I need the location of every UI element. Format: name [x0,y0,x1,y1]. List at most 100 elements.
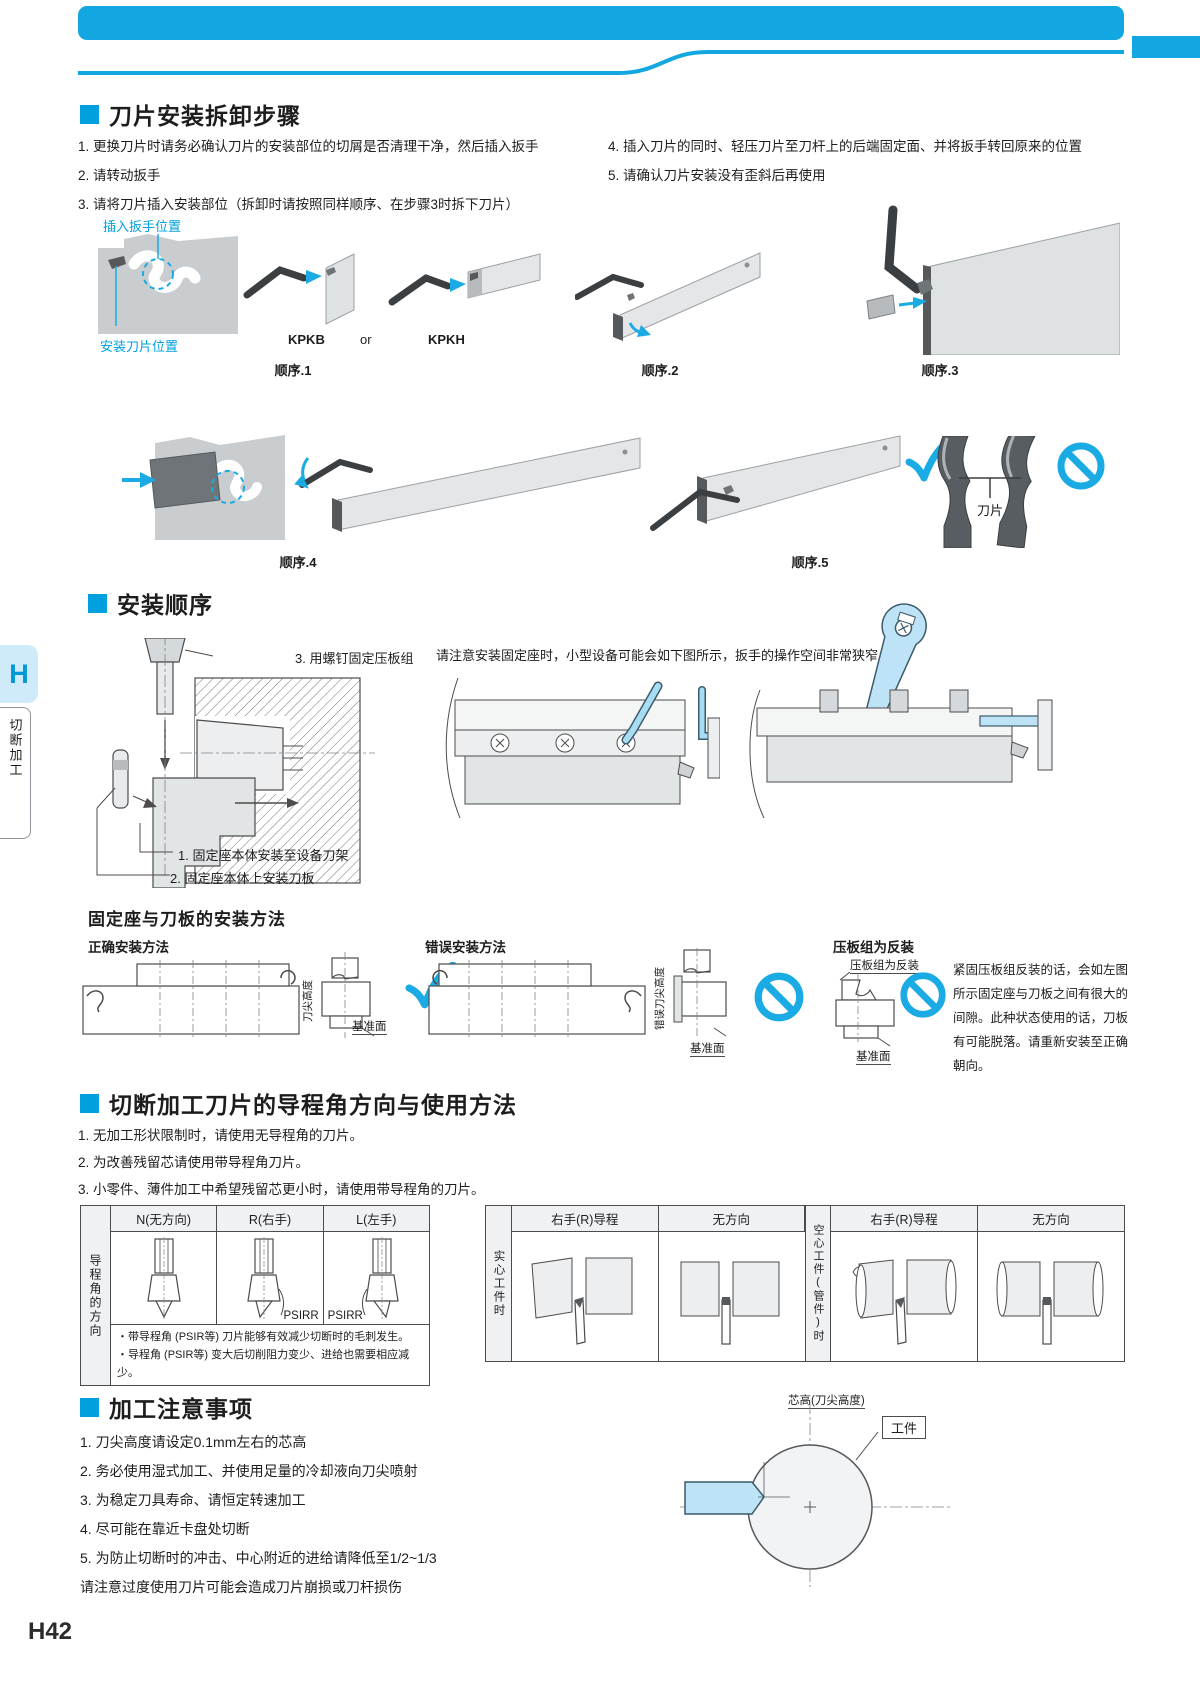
step-line: 2. 请转动扳手 [78,168,161,183]
sequence2-figure [575,252,761,341]
column-header: 右手(R)导程 [512,1206,659,1232]
step-line: 4. 尽可能在靠近卡盘处切断 [80,1521,250,1537]
section1-steps-right: 4. 插入刀片的同时、轻压刀片至刀杆上的后端固定面、并将扳手转回原来的位置 5.… [608,132,1082,190]
sequence5-figure [650,435,901,531]
step-line: 2. 务必使用湿式加工、并使用足量的冷却液向刀尖喷射 [80,1463,418,1479]
workpiece-label: 工件 [882,1416,927,1439]
correct-method-label: 正确安装方法 [88,940,169,955]
step-line: 1. 无加工形状限制时，请使用无导程角的刀片。 [78,1128,364,1143]
figure-caption: 顺序.3 [921,363,959,378]
page-number: H42 [28,1618,73,1645]
figure-caption: 顺序.4 [279,555,317,570]
sequence3-figure [866,205,1120,355]
psirr-label: PSIRR [283,1310,319,1322]
lead-angle-row-label: 导程角的方向 [81,1206,111,1385]
header-swoosh [78,50,1124,75]
column-header: N(无方向) [111,1206,218,1232]
blade-comparison-figure [937,436,1036,548]
insert-n-figure [146,1237,181,1319]
column-header: 无方向 [978,1206,1124,1232]
note-line: ・带导程角 (PSIR等) 刀片能够有效减少切断时的毛刺发生。 [117,1331,410,1343]
model-kpkb-label: KPKB [288,332,325,347]
center-height-figure [680,1402,950,1587]
column-header: 右手(R)导程 [831,1206,978,1232]
figure-caption: 顺序.2 [641,363,679,378]
datum-label: 基准面 [352,1018,387,1035]
title-square-icon [88,593,107,613]
psirr-label: PSIRR [327,1310,363,1322]
sidebar-index-tab[interactable]: H [0,645,38,703]
insert-l-figure [362,1237,400,1319]
center-height-label: 芯高(刀尖高度) [788,1392,865,1409]
section4-title: 加工注意事项 [80,1390,253,1424]
step-line: 3. 请将刀片插入安装部位（拆卸时请按照同样顺序、在步骤3时拆下刀片） [78,197,520,212]
correct-sideview-figure [321,952,375,1038]
prohibited-icon [900,972,946,1018]
assembly-step1-label: 1. 固定座本体安装至设备刀架 [178,848,349,863]
insert-l-cell: PSIRR [324,1232,429,1324]
solid-lead-figure [531,1256,633,1345]
step-line: 5. 请确认刀片安装没有歪斜后再使用 [608,168,826,183]
sidebar-category-tab[interactable]: 切断加工 [0,707,31,839]
header-band [78,6,1124,40]
blade-label: 刀片 [977,503,1004,518]
wrench-insert-figure [243,253,541,325]
lead-angle-notes: ・带导程角 (PSIR等) 刀片能够有效减少切断时的毛刺发生。 ・导程角 (PS… [111,1324,429,1385]
column-header: 无方向 [658,1206,805,1232]
title-square-icon [80,104,99,124]
note-line: ・导程角 (PSIR等) 变大后切削阻力变少、进给也需要相应减少。 [117,1349,410,1379]
hollow-lead-figure [852,1258,957,1345]
sequence4-holder-figure [294,437,641,532]
caution-note: 请注意过度使用刀片可能会造成刀片崩损或刀杆损伤 [80,1579,402,1595]
reversed-clamp-figure [835,972,895,1047]
column-header: R(右手) [217,1206,324,1232]
step-line: 1. 更换刀片时请务必确认刀片的安装部位的切屑是否清理干净，然后插入扳手 [78,139,539,154]
machine-figure-left [445,678,720,818]
solid-nodir-figure [680,1261,780,1345]
figure-caption: 顺序.5 [791,555,829,570]
reversed-callout-label: 压板组为反装 [850,957,919,974]
mounting-note: 请注意安装固定座时，小型设备可能会如下图所示，扳手的操作空间非常狭窄。 [436,648,892,663]
solid-lead-cell [512,1232,659,1361]
prohibited-icon [754,972,804,1022]
section1-title: 刀片安装拆卸步骤 [80,97,301,131]
solid-workpiece-label: 实心工件时 [486,1206,512,1361]
section2-title: 安装顺序 [88,586,213,620]
step-line: 4. 插入刀片的同时、轻压刀片至刀杆上的后端固定面、并将扳手转回原来的位置 [608,139,1083,154]
step-line: 2. 为改善残留芯请使用带导程角刀片。 [78,1155,310,1170]
wrench-position-label: 插入扳手位置 [103,219,182,234]
insert-n-cell [111,1232,218,1324]
blade-position-label: 安装刀片位置 [100,339,179,354]
wrong-holder-figure [428,960,646,1038]
workpiece-table: 实心工件时 右手(R)导程 无方向 [485,1205,1125,1362]
page-edge-tab [1132,36,1200,58]
insert-r-cell: PSIRR [217,1232,324,1324]
datum-label: 基准面 [856,1048,891,1065]
hollow-nodir-cell [978,1232,1124,1361]
step-line: 3. 为稳定刀具寿命、请恒定转速加工 [80,1492,306,1508]
hollow-nodir-figure [996,1261,1104,1345]
wrong-method-label: 错误安装方法 [425,940,506,955]
section1-steps-left: 1. 更换刀片时请务必确认刀片的安装部位的切屑是否清理干净，然后插入扳手 2. … [78,132,539,219]
title-square-icon [80,1397,99,1417]
step-line: 1. 刀尖高度请设定0.1mm左右的芯高 [80,1434,307,1450]
prohibited-icon [1057,442,1105,490]
column-header: L(左手) [323,1206,429,1232]
section4-items: 1. 刀尖高度请设定0.1mm左右的芯高 2. 务必使用湿式加工、并使用足量的冷… [80,1428,437,1602]
sequence4-closeup-figure [122,435,285,540]
mounting-methods-title: 固定座与刀板的安装方法 [88,910,286,929]
assembly-step3-label: 3. 用螺钉固定压板组 [295,651,414,666]
model-or-label: or [360,332,372,347]
assembly-step2-label: 2. 固定座本体上安装刀板 [170,871,315,886]
solid-nodir-cell [659,1232,805,1361]
step-line: 3. 小零件、薄件加工中希望残留芯更小时，请使用带导程角的刀片。 [78,1182,485,1197]
section3-items: 1. 无加工形状限制时，请使用无导程角的刀片。 2. 为改善残留芯请使用带导程角… [78,1122,485,1203]
holder-closeup-figure [98,234,238,334]
title-square-icon [80,1093,99,1113]
insert-r-figure [247,1237,285,1319]
section3-title: 切断加工刀片的导程角方向与使用方法 [80,1086,517,1120]
assembly-figure [96,638,375,888]
hollow-lead-cell [831,1232,978,1361]
correct-holder-figure [82,960,300,1038]
